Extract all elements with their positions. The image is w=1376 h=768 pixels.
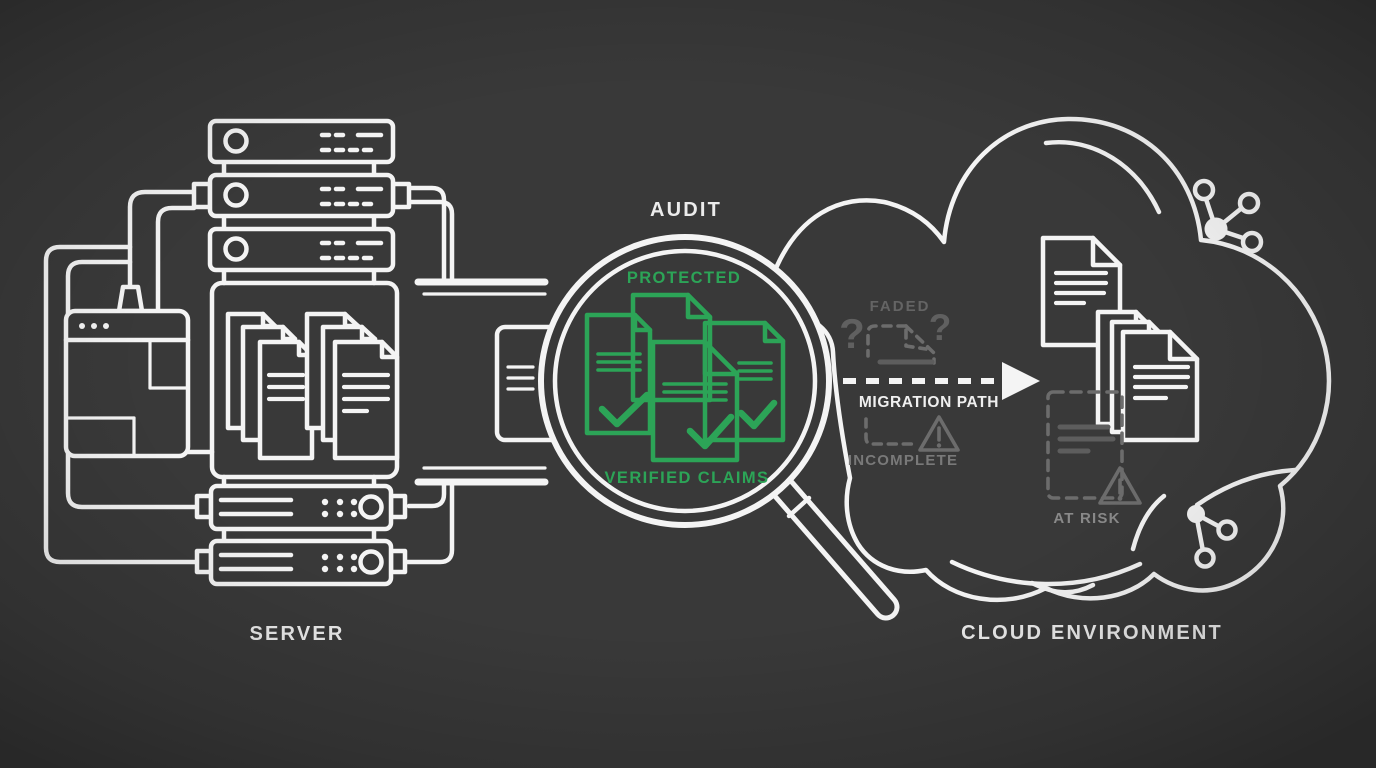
protected-label: PROTECTED: [627, 269, 741, 287]
at-risk-document-icon: [1046, 390, 1124, 500]
right-cables-icon: [404, 185, 455, 565]
cloud-accent-arc: [1194, 467, 1298, 508]
network-node-icon: [1187, 505, 1238, 569]
question-mark-icon: ?: [839, 310, 865, 357]
browser-window-icon: [63, 284, 191, 459]
server-section: SERVER: [43, 118, 455, 645]
magnifier-lens-outer: [538, 234, 832, 528]
verified-claims-label: VERIFIED CLAIMS: [605, 469, 770, 487]
browser-cables-icon: [127, 189, 215, 455]
faded-label: FADED: [870, 298, 931, 315]
server-rack-bottom-icon: [194, 474, 408, 587]
cloud-accent-arc: [1043, 139, 1162, 215]
network-node-icon: [1192, 178, 1264, 254]
server-rack-top-icon: [191, 118, 412, 286]
migration-path: MIGRATION PATH: [843, 362, 1040, 411]
incomplete-label: INCOMPLETE: [848, 452, 958, 469]
checkmark-icon: [686, 413, 735, 450]
audit-section: AUDIT PROTECTED VERIFIED CLAIMS: [538, 199, 900, 621]
at-risk-label: AT RISK: [1053, 510, 1120, 527]
magnifier-icon: [538, 234, 832, 528]
conveyor-icon: [414, 278, 549, 486]
warning-triangle-icon: [918, 415, 960, 452]
incomplete-document-icon: [864, 417, 916, 446]
faded-document-icon: [866, 324, 936, 365]
checkmark-icon: [598, 391, 651, 428]
cloud-accent-arc: [1029, 580, 1096, 595]
migrated-document-stack-icon: [1095, 309, 1200, 443]
checkmark-icon: [737, 399, 778, 430]
plug-icon: [116, 284, 145, 314]
migration-path-label: MIGRATION PATH: [859, 394, 999, 411]
question-mark-icon: ?: [929, 307, 952, 348]
verified-documents-icon: [584, 292, 786, 463]
document-stack-left-icon: [225, 311, 315, 461]
cloud-section: ? ? FADED INCOMPLETE AT RISK CLOUD ENVIR…: [769, 116, 1332, 644]
document-container-icon: [209, 280, 400, 480]
cloud-accent-arc: [949, 559, 1143, 587]
cloud-icon: [769, 116, 1332, 603]
magnifier-lens-inner: [552, 248, 818, 514]
warning-triangle-icon: [1098, 466, 1142, 505]
arrow-right-icon: [1002, 362, 1040, 400]
server-label: SERVER: [249, 623, 344, 645]
cloud-accent-arc: [1130, 493, 1167, 552]
magnifier-handle-icon: [751, 454, 900, 621]
document-stack-right-icon: [304, 311, 400, 461]
audit-label: AUDIT: [650, 199, 722, 221]
cloud-environment-label: CLOUD ENVIRONMENT: [961, 622, 1223, 644]
